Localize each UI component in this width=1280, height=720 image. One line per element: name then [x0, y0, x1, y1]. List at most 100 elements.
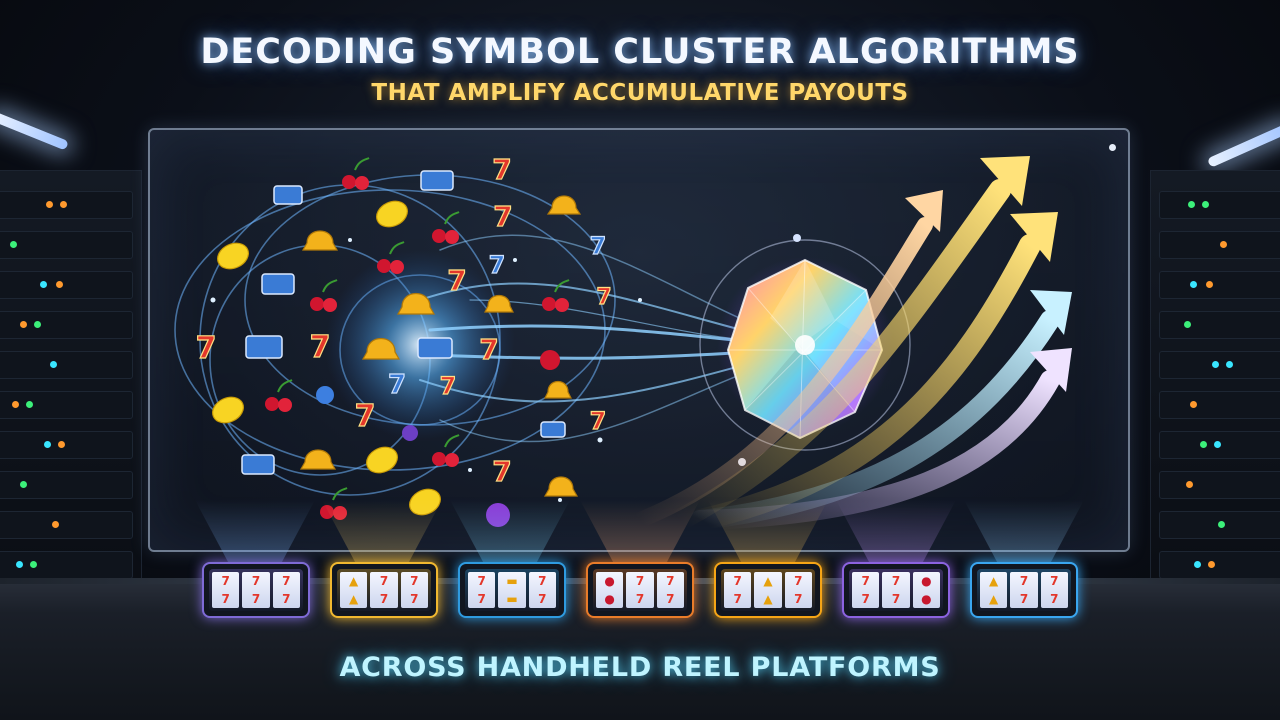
svg-text:7: 7: [492, 153, 511, 186]
lemon-icon: [212, 200, 441, 516]
seven-icon: 7: [794, 574, 803, 588]
svg-text:7: 7: [388, 370, 406, 400]
cherry-icon: [432, 211, 460, 244]
seven-icon: 7: [538, 574, 547, 588]
cherry-icon: ●: [604, 574, 615, 588]
arrow-violet: [690, 370, 1060, 530]
arrow-head: [1030, 348, 1072, 392]
seven-icon: 7: [794, 592, 803, 606]
svg-text:7: 7: [479, 333, 498, 366]
bell-icon: ▲: [763, 592, 773, 606]
slot-reel: ●●: [596, 572, 624, 608]
cherry-icon: [542, 279, 570, 312]
svg-text:7: 7: [447, 264, 466, 297]
svg-text:7: 7: [489, 251, 506, 279]
bell-icon: ▲: [349, 574, 359, 588]
seven-icon: 7: [861, 574, 870, 588]
cherry-icon: [320, 487, 348, 520]
seven-icon: 7: [379, 574, 389, 588]
seven-icon: 7: [379, 592, 389, 606]
orb-icon: [316, 350, 560, 527]
seven-icon: 7: [666, 574, 675, 588]
seven-icon: 7 7 7 7 7 7 7 7 7 7 7 7 7 7: [195, 152, 612, 488]
svg-text:7: 7: [596, 285, 611, 310]
seven-icon: 7: [410, 574, 419, 588]
bar-icon: ▬: [506, 592, 518, 606]
seven-icon: 7: [282, 574, 291, 588]
server-rack-right: [1150, 170, 1280, 612]
cherry-icon: ●: [604, 592, 615, 606]
svg-text:7: 7: [355, 399, 376, 434]
bell-icon: [299, 195, 582, 497]
slot-reel: ▬▬: [498, 572, 526, 608]
slot-reel: ●●: [912, 572, 940, 608]
panel-indicator-dot: [1109, 144, 1116, 151]
seven-icon: 7: [410, 592, 419, 606]
seven-icon: 7: [666, 592, 675, 606]
footer-tagline: ACROSS HANDHELD REEL PLATFORMS: [339, 652, 941, 683]
gem-satellite-dot: [793, 234, 801, 242]
bell-icon: ▲: [989, 574, 999, 588]
bar-symbol-icon: [241, 170, 566, 475]
seven-icon: 7: [891, 592, 901, 606]
arrow-head: [1010, 212, 1058, 262]
seven-icon: 7: [221, 592, 230, 606]
cherry-icon: [310, 279, 338, 312]
seven-icon: 7: [477, 574, 486, 588]
bell-icon: ▲: [989, 592, 999, 606]
seven-icon: 7: [1050, 574, 1059, 588]
arrow-gold-1: [669, 179, 1011, 531]
arrow-head: [980, 156, 1030, 206]
seven-icon: 7: [1019, 574, 1029, 588]
svg-text:7: 7: [310, 330, 331, 365]
seven-icon: 7: [733, 592, 742, 606]
svg-text:7: 7: [590, 407, 607, 435]
bar-icon: ▬: [506, 574, 518, 588]
seven-icon: 7: [891, 574, 901, 588]
cherry-icon: ●: [921, 592, 932, 606]
svg-text:7: 7: [590, 232, 607, 260]
gem-orbit-ring: [699, 239, 911, 451]
slot-reel: ▲▲: [980, 572, 1008, 608]
seven-icon: 7: [1019, 592, 1029, 606]
svg-text:7: 7: [196, 331, 217, 366]
svg-text:7: 7: [440, 372, 457, 400]
payout-arrows: [632, 156, 1072, 531]
svg-text:7: 7: [492, 455, 511, 488]
server-rack-left: [0, 170, 142, 612]
bell-icon: ▲: [349, 592, 359, 606]
seven-icon: 7: [861, 592, 870, 606]
seven-icon: 7: [477, 592, 486, 606]
seven-icon: 7: [221, 574, 230, 588]
seven-icon: 7: [733, 574, 742, 588]
seven-icon: 7: [635, 574, 645, 588]
sparkle-particles: [210, 238, 642, 502]
slot-reel: ▲▲: [340, 572, 368, 608]
